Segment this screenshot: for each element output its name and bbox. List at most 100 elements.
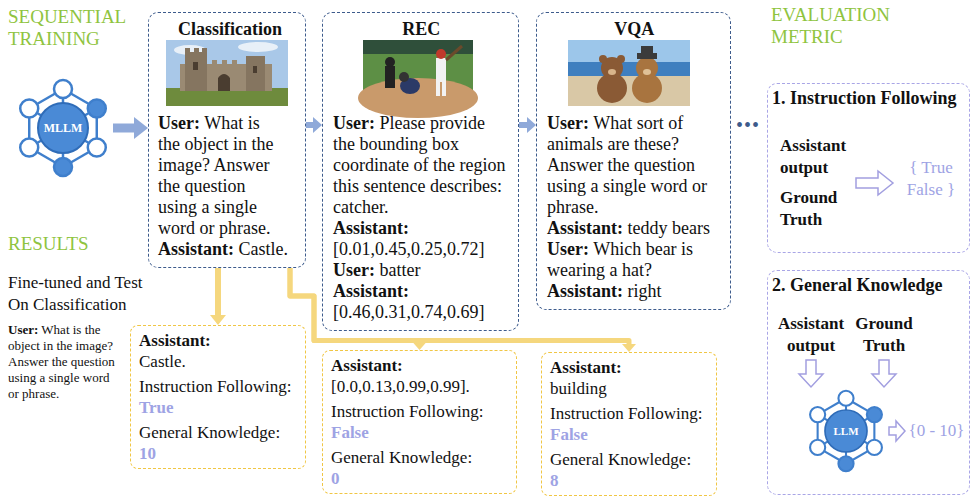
metric-input: Assistant output bbox=[780, 135, 860, 179]
task-box: VQA User: What sort of animals are these?… bbox=[536, 12, 731, 310]
arrow-head bbox=[210, 315, 226, 325]
metric-title: 2. General Knowledge bbox=[772, 274, 964, 296]
baseball-photo-part bbox=[436, 49, 446, 59]
speaker-tag: Assistant: bbox=[139, 330, 297, 351]
network-unit bbox=[88, 139, 106, 157]
speaker-tag: User: bbox=[547, 239, 589, 259]
network-unit bbox=[810, 407, 825, 422]
model-label: MLLM bbox=[13, 78, 113, 178]
network-unit bbox=[20, 100, 38, 118]
teddy-bear-photo-part bbox=[636, 57, 658, 79]
network-unit bbox=[88, 100, 106, 118]
baseball-photo-part bbox=[436, 58, 446, 82]
task-title: VQA bbox=[547, 18, 722, 40]
metric-value: False bbox=[550, 424, 708, 445]
arrow-head bbox=[413, 342, 427, 350]
result-box: Assistant: buildingInstruction Following… bbox=[541, 352, 717, 496]
arrow-head bbox=[527, 117, 536, 133]
flow-arrow bbox=[306, 117, 322, 133]
dialogue-turn: Assistant: right bbox=[547, 281, 722, 302]
network-unit bbox=[867, 407, 882, 422]
teddy-bear-photo-part bbox=[643, 69, 651, 75]
arrow-head bbox=[134, 117, 148, 139]
dialogue-turn: Assistant: [0.46,0.31,0.74,0.69] bbox=[333, 281, 510, 323]
metric-box: 1. Instruction FollowingAssistant output… bbox=[767, 83, 970, 253]
flow-arrow bbox=[290, 268, 636, 352]
arrow-head bbox=[313, 117, 322, 133]
dialogue-turn: User: Which bear is wearing a hat? bbox=[547, 239, 722, 281]
metric-value: True bbox=[139, 397, 297, 418]
metric-name: Instruction Following: bbox=[550, 403, 708, 424]
speaker-tag: User: bbox=[333, 260, 375, 280]
castle-photo-part bbox=[253, 66, 257, 73]
hollow-arrows-part bbox=[799, 360, 823, 387]
dialogue-turn: User: What sort of animals are these? An… bbox=[547, 113, 722, 218]
results-caption: Fine-tuned and Test On Classification bbox=[8, 272, 153, 316]
speaker-tag: User: bbox=[8, 322, 38, 337]
teddy-bear-photo-part bbox=[608, 69, 616, 75]
model-answer: Assistant: Castle. bbox=[139, 330, 297, 372]
castle-photo-part bbox=[185, 52, 207, 91]
baseball-photo-part bbox=[358, 78, 478, 118]
result-box: Assistant: [0.0,0.13,0.99,0.99].Instruct… bbox=[322, 350, 517, 494]
teddy-bear-photo-part bbox=[599, 55, 607, 63]
baseball-photo bbox=[358, 40, 478, 118]
castle-photo-part bbox=[193, 62, 198, 70]
speaker-tag: Assistant: bbox=[158, 239, 234, 259]
test-prompt: User: What is the object in the image? A… bbox=[8, 322, 121, 402]
arrow-line bbox=[215, 268, 221, 317]
dialogue-turn: Assistant: teddy bears bbox=[547, 218, 722, 239]
castle-photo bbox=[166, 40, 288, 106]
speaker-tag: User: bbox=[547, 113, 589, 133]
castle-photo-part bbox=[238, 42, 278, 52]
model-label: LLM bbox=[804, 389, 888, 473]
network-unit bbox=[838, 391, 853, 406]
hollow-arrows-part bbox=[872, 360, 896, 387]
task-box: REC User: Please provide the bounding box… bbox=[322, 12, 519, 331]
metric-name: General Knowledge: bbox=[331, 447, 508, 468]
task-box: ClassificationUser: What is the object i… bbox=[148, 12, 306, 268]
task-title: REC bbox=[333, 18, 510, 40]
speaker-tag: Assistant: bbox=[331, 355, 508, 376]
metric-name: Instruction Following: bbox=[331, 401, 508, 422]
hollow-arrows-part bbox=[889, 421, 905, 441]
castle-photo-part bbox=[166, 40, 288, 106]
network-unit bbox=[54, 80, 72, 98]
network-unit bbox=[20, 139, 38, 157]
metric-name: General Knowledge: bbox=[550, 449, 708, 470]
baseball-photo-part bbox=[446, 46, 462, 60]
flow-arrow bbox=[113, 117, 148, 139]
result-box: Assistant: Castle. Instruction Following:… bbox=[130, 325, 306, 469]
metric-output: {0 - 10} bbox=[907, 420, 966, 442]
flow-arrow bbox=[210, 268, 226, 325]
model-answer: Assistant: building bbox=[550, 357, 708, 399]
castle-photo-part bbox=[185, 48, 190, 53]
teddy-bear-photo-part bbox=[568, 62, 690, 76]
metric-name: Instruction Following: bbox=[139, 376, 297, 397]
flow-arrow bbox=[519, 117, 536, 133]
baseball-photo-part bbox=[436, 82, 440, 96]
continuation-dots: ••• bbox=[736, 113, 766, 137]
speaker-tag: Assistant: bbox=[547, 281, 623, 301]
speaker-tag: Assistant: bbox=[547, 218, 623, 238]
dialogue-turn: Assistant: [0.01,0.45,0.25,0.72] bbox=[333, 218, 510, 260]
baseball-photo-part bbox=[385, 66, 395, 88]
speaker-tag: Assistant: bbox=[333, 218, 409, 238]
baseball-photo-part bbox=[442, 82, 446, 96]
metric-value: 8 bbox=[550, 470, 708, 491]
speaker-tag: User: bbox=[333, 113, 375, 133]
dialogue-turn: User: Please provide the bounding box co… bbox=[333, 113, 510, 218]
castle-photo-part bbox=[194, 48, 199, 53]
network-unit bbox=[54, 158, 72, 176]
teddy-bear-photo-part bbox=[641, 46, 653, 54]
teddy-bear-photo-part bbox=[568, 76, 690, 106]
castle-photo-part bbox=[212, 60, 217, 65]
metric-name: General Knowledge: bbox=[139, 422, 297, 443]
speaker-tag: Assistant: bbox=[333, 281, 409, 301]
section-heading: EVALUATION METRIC bbox=[771, 4, 921, 48]
baseball-photo-part bbox=[399, 72, 409, 82]
metric-input: Ground Truth bbox=[848, 313, 920, 357]
mllm-icon: MLLM bbox=[13, 78, 113, 178]
metric-box: 2. General KnowledgeAssistant outputGrou… bbox=[767, 270, 970, 495]
